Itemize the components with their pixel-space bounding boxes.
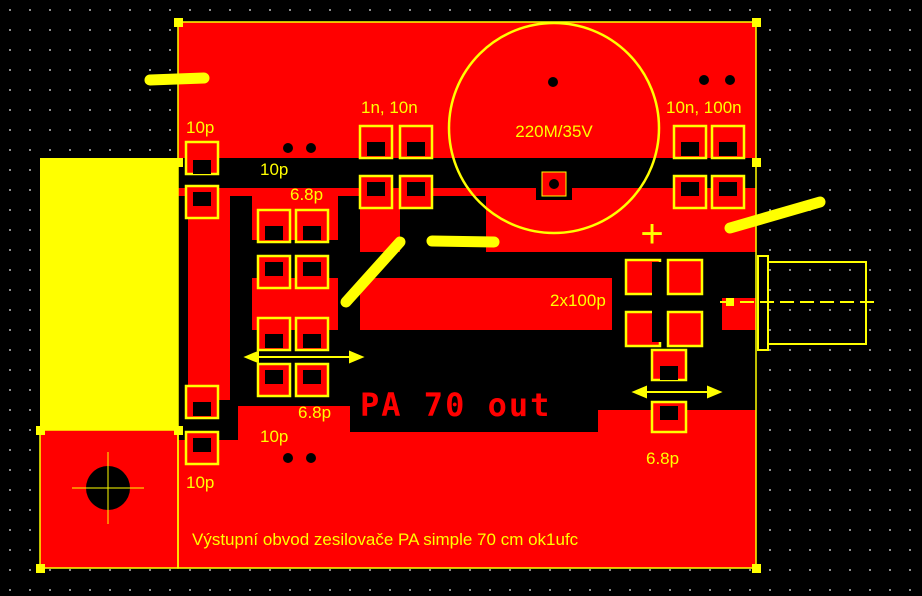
label-10n-100n: 10n, 100n — [666, 98, 742, 117]
wire-jumpers — [144, 72, 826, 308]
corner-markers — [36, 18, 761, 573]
connector-pin — [726, 298, 734, 306]
label-10p-top: 10p — [186, 118, 214, 137]
electrolytic-capacitor — [447, 21, 661, 235]
label-electrolytic: 220M/35V — [515, 122, 593, 141]
dimension-arrows — [243, 350, 723, 399]
label-6p8-mid: 6.8p — [298, 403, 331, 422]
board-title: PA 70 out — [360, 386, 551, 424]
smd-pad-centers — [193, 142, 737, 452]
label-1n-10n: 1n, 10n — [361, 98, 418, 117]
label-10p-mid-bottom: 10p — [260, 427, 288, 446]
plus-sign-text: + — [640, 212, 663, 256]
plus-sign-icon: + — [640, 212, 663, 256]
transistor-tab-pad — [40, 158, 178, 430]
label-2x100p: 2x100p — [550, 291, 606, 310]
output-connector — [720, 255, 876, 351]
silkscreen-labels: 10p 10p 6.8p 1n, 10n 220M/35V 10n, 100n … — [186, 98, 742, 549]
mounting-hole — [72, 452, 144, 524]
label-10p-mid-top: 10p — [260, 160, 288, 179]
label-6p8-right: 6.8p — [646, 449, 679, 468]
footer-text: Výstupní obvod zesilovače PA simple 70 c… — [192, 530, 579, 549]
vias — [283, 75, 735, 463]
label-10p-bottom: 10p — [186, 473, 214, 492]
label-6p8-top: 6.8p — [290, 185, 323, 204]
